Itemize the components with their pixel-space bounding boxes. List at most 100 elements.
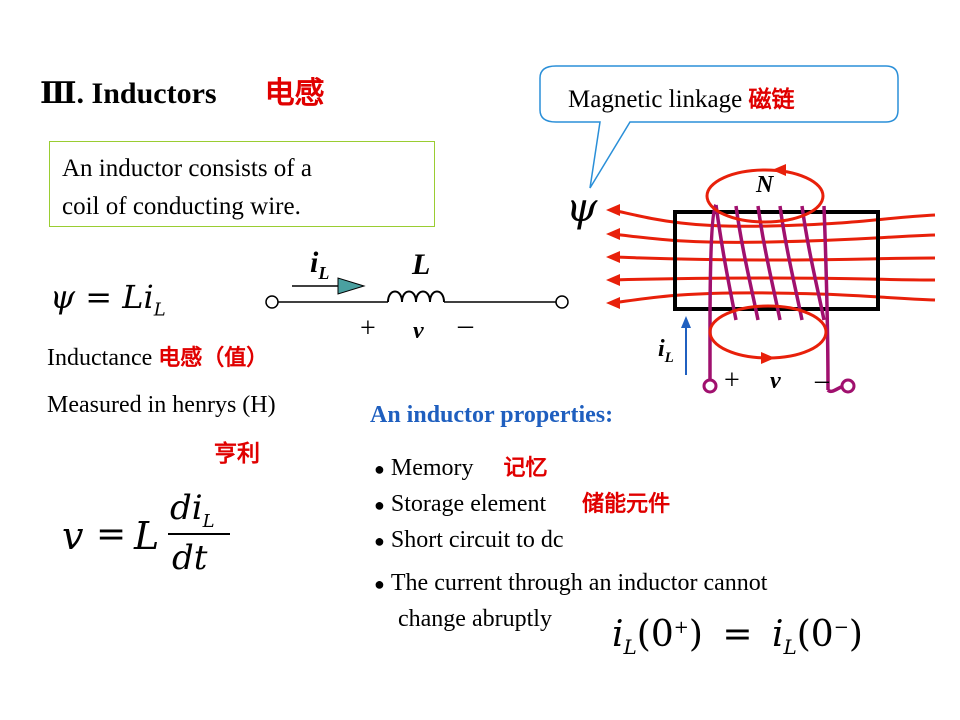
callout-cn: 磁链: [748, 87, 795, 113]
inductor-symbol: [387, 290, 445, 303]
coil-plus: +: [724, 365, 740, 396]
circuit-voltage: v: [413, 318, 424, 344]
eq3-lhs-close: ): [688, 614, 703, 655]
eq2-num-sub: L: [202, 510, 215, 532]
field-arrow: [606, 274, 620, 286]
eq2-L: L: [134, 514, 160, 558]
circuit-current-arrow-head: [337, 277, 366, 295]
eq3-rhs-i: i: [771, 614, 784, 655]
circuit-current-sub: L: [318, 263, 330, 283]
bullet-icon: ●: [374, 531, 385, 551]
bullet-icon: ●: [374, 459, 385, 479]
coil-minus: –: [815, 365, 829, 396]
field-line: [611, 291, 936, 305]
field-arrow: [606, 204, 620, 216]
property-item: ●The current through an inductor cannot: [374, 570, 767, 597]
inductance-text: Inductance: [47, 345, 159, 371]
callout-label: Magnetic linkage 磁链: [568, 80, 795, 114]
coil-windings: [708, 203, 849, 394]
equation-voltage: v = L diL dt: [62, 488, 242, 578]
eq2-num: di: [170, 488, 203, 528]
coil-current-label: iL: [658, 336, 674, 367]
flux-ellipse-bottom-arrow: [761, 352, 775, 364]
coil-voltage: v: [770, 368, 781, 394]
property-text: Memory: [390, 455, 474, 481]
coil-current-i: i: [658, 336, 665, 362]
field-arrow: [606, 251, 620, 263]
eq1-psi: ψ: [50, 278, 76, 316]
flux-ellipse-bottom: [708, 304, 828, 360]
eq3-rhs-close: ): [848, 614, 863, 655]
property-cn: 储能元件: [582, 492, 671, 517]
property-cn: 记忆: [503, 456, 548, 481]
eq2-v: v: [62, 514, 84, 558]
winding: [756, 205, 782, 321]
field-line: [611, 208, 936, 228]
circuit-current-i: i: [310, 246, 319, 279]
eq1-sub: L: [153, 299, 166, 321]
property-text: Short circuit to dc: [390, 527, 564, 553]
eq1-L: L: [122, 278, 144, 316]
coil-turns-label: N: [756, 172, 774, 198]
field-line: [611, 255, 936, 262]
field-arrow-heads: [606, 204, 620, 309]
eq3-rhs-sub: L: [783, 635, 797, 660]
equation-flux: ψ = LiL: [50, 278, 166, 320]
circuit-minus: –: [458, 308, 473, 341]
equation-continuity: iL(0+) = iL(0−): [612, 614, 863, 659]
page-title: Ⅲ. Inductors 电感: [40, 68, 325, 112]
definition-box: An inductor consists of a coil of conduc…: [49, 141, 435, 227]
winding: [800, 205, 826, 321]
eq2-equals: =: [96, 514, 127, 555]
winding: [708, 203, 718, 390]
flux-ellipse-top-arrow: [772, 164, 786, 176]
eq1-equals: =: [85, 278, 113, 316]
measured-label: Measured in henrys (H): [47, 392, 276, 418]
field-line: [611, 276, 936, 282]
coil-terminal-left: [702, 378, 718, 394]
properties-title: An inductor properties:: [370, 402, 614, 428]
bullet-icon: ●: [374, 574, 385, 594]
eq2-fraction-bar: [168, 533, 230, 535]
property-item: ●Memory 记忆: [374, 450, 548, 482]
circuit-current-label: iL: [310, 246, 329, 284]
eq3-lhs-sub: L: [623, 635, 637, 660]
circuit-terminal-left: [265, 295, 279, 309]
psi-symbol: ψ: [566, 185, 598, 231]
eq3-lhs-arg: (0: [636, 614, 674, 655]
eq3-minus-sup: −: [833, 617, 849, 638]
title-cn: 电感: [264, 76, 325, 111]
property-continuation: change abruptly: [398, 606, 552, 632]
property-item: ●Storage element 储能元件: [374, 486, 670, 518]
winding: [822, 205, 830, 391]
eq3-plus-sup: +: [673, 617, 689, 638]
winding: [778, 205, 804, 321]
callout-text: Magnetic linkage: [568, 86, 749, 113]
coil-current-arrow-head: [681, 316, 691, 328]
field-arrow: [606, 297, 620, 309]
flux-ellipse-top: [705, 168, 825, 224]
magnetic-field-lines: [611, 208, 936, 305]
eq3-lhs-i: i: [612, 614, 624, 655]
property-item: ●Short circuit to dc: [374, 527, 564, 554]
property-text: Storage element: [390, 491, 547, 517]
winding: [714, 204, 738, 321]
eq3-equals: =: [722, 614, 753, 655]
title-text: Ⅲ. Inductors: [40, 77, 217, 110]
coil-terminal-right: [840, 378, 856, 394]
eq2-den: dt: [172, 538, 208, 578]
inductance-label: Inductance 电感（值）: [47, 340, 268, 372]
circuit-terminal-right: [555, 295, 569, 309]
circuit-plus: +: [360, 313, 376, 344]
bullet-icon: ●: [374, 495, 385, 515]
field-line: [611, 232, 936, 244]
field-arrow: [606, 228, 620, 240]
property-text: The current through an inductor cannot: [390, 570, 768, 596]
coil-current-sub: L: [664, 349, 674, 366]
eq1-i: i: [143, 278, 154, 316]
definition-line-1: An inductor consists of a: [62, 155, 312, 182]
eq3-rhs-arg: (0: [796, 614, 834, 655]
inductor-L-label: L: [412, 248, 431, 281]
eq2-numerator: diL: [170, 488, 215, 532]
